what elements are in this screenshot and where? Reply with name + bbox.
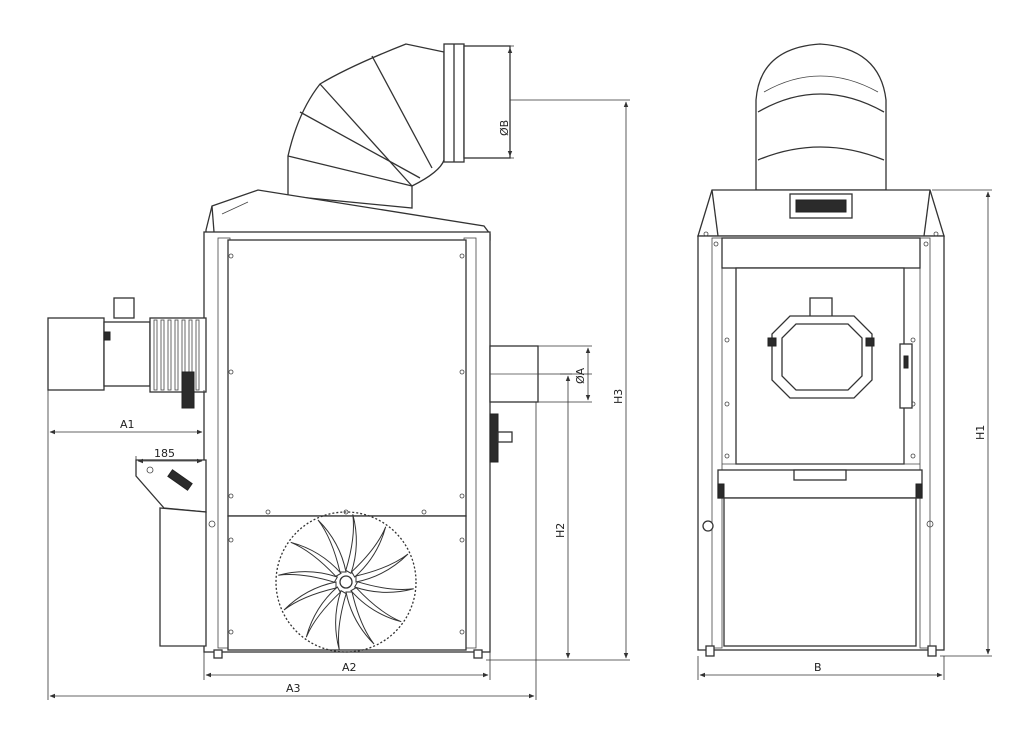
cabinet-side: [203, 231, 491, 659]
fan-blade: [335, 589, 347, 650]
front-view: B H1: [697, 43, 992, 680]
fan-blade: [353, 581, 414, 593]
fan-blade: [355, 553, 409, 583]
dim-label-a1: A1: [120, 418, 135, 431]
flue-stub: [489, 345, 539, 463]
dim-label-h3: H3: [612, 389, 625, 404]
fan-blade: [345, 514, 357, 575]
fan-blade: [305, 586, 341, 638]
dim-label-dia-a: ØA: [574, 367, 587, 384]
dim-label-h1: H1: [974, 425, 987, 440]
flue-elbow-duct: [287, 43, 511, 209]
dim-label-a3: A3: [286, 682, 301, 695]
inspection-door: [767, 297, 913, 409]
dim-label-b: B: [814, 661, 822, 674]
burner-fin: [167, 319, 172, 391]
dim-label-a2: A2: [342, 661, 357, 674]
fan-blade: [345, 591, 375, 645]
top-cover-front: [697, 189, 945, 237]
fan-blade: [350, 587, 402, 623]
dim-label-h2: H2: [554, 523, 567, 538]
burner-fin: [195, 319, 200, 391]
burner-fin: [160, 319, 165, 391]
lower-assembly: [135, 459, 216, 647]
burner-fin: [174, 319, 179, 391]
front-dimensions: B H1: [697, 189, 992, 680]
fan-blade: [290, 541, 342, 577]
dim-label-dia-b: ØB: [498, 120, 511, 136]
burner-assembly: [47, 297, 207, 409]
side-view: A1 185 A2 A3 ØA H2: [47, 43, 630, 700]
fan-blade: [317, 519, 347, 573]
fan-blade: [283, 581, 337, 611]
fan-icon: [275, 511, 417, 653]
burner-fin: [153, 319, 158, 391]
side-dimensions: A1 185 A2 A3 ØA H2: [47, 45, 630, 700]
flue-pipe-front: [755, 43, 887, 191]
cabinet-front: [697, 231, 945, 657]
fan-blade: [351, 526, 387, 578]
dim-label-185: 185: [154, 447, 175, 460]
fan-blade: [278, 571, 339, 583]
